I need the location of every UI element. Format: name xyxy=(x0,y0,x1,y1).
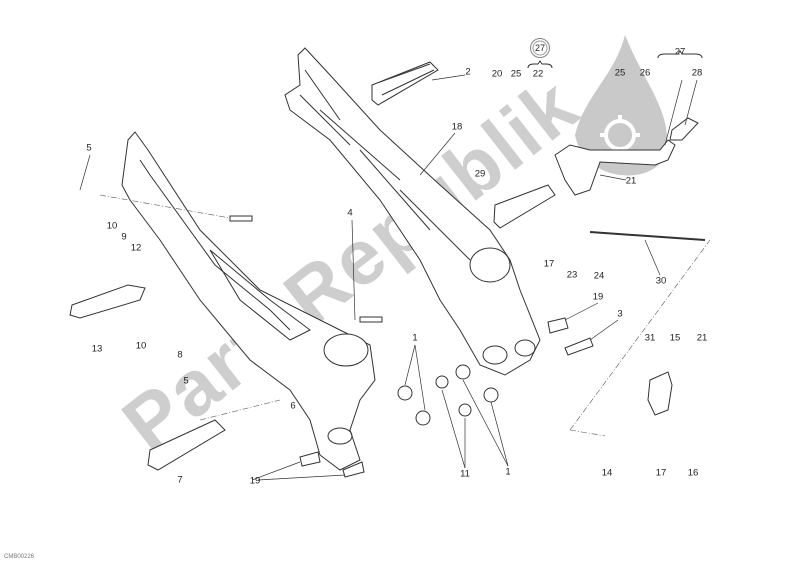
callout-23: 23 xyxy=(566,269,578,281)
callout-1: 1 xyxy=(505,466,511,478)
group-braces xyxy=(527,50,703,69)
assembly-lines xyxy=(99,194,711,437)
left-footpeg-7 xyxy=(147,419,226,471)
drawing-code: CMB00226 xyxy=(4,554,35,560)
callout-6: 6 xyxy=(290,400,296,412)
callout-17: 17 xyxy=(655,467,667,479)
callout-18: 18 xyxy=(451,121,463,133)
callout-20: 20 xyxy=(491,68,503,80)
callout-9: 9 xyxy=(121,231,127,243)
rear-footpeg-2 xyxy=(371,61,439,106)
callout-27: 27 xyxy=(674,46,686,58)
pin-4-upper xyxy=(229,215,253,222)
callout-28: 28 xyxy=(691,67,703,79)
callout-19: 19 xyxy=(592,291,604,303)
callout-5: 5 xyxy=(183,375,189,387)
callout-25: 25 xyxy=(510,68,522,80)
gear-lever-rubber-28 xyxy=(669,117,699,141)
callout-26: 26 xyxy=(639,67,651,79)
callout-19: 19 xyxy=(249,475,261,487)
callout-17: 17 xyxy=(543,258,555,270)
callout-21: 21 xyxy=(696,332,708,344)
bushings xyxy=(397,364,499,426)
right-footpeg-bracket xyxy=(284,47,541,376)
left-footpeg-bracket xyxy=(121,131,376,471)
gear-lever xyxy=(554,117,699,196)
pin-4-lower xyxy=(359,316,383,323)
callout-7: 7 xyxy=(177,474,183,486)
bolt-3 xyxy=(564,337,594,356)
callout-10: 10 xyxy=(106,220,118,232)
callout-13: 13 xyxy=(91,343,103,355)
callout-2: 2 xyxy=(465,66,471,78)
callout-15: 15 xyxy=(669,332,681,344)
circled-group-badge: 27 xyxy=(530,38,550,58)
callout-3: 3 xyxy=(617,308,623,320)
callout-29: 29 xyxy=(474,168,486,180)
callout-5: 5 xyxy=(86,142,92,154)
callout-25: 25 xyxy=(614,67,626,79)
callout-16: 16 xyxy=(687,467,699,479)
shift-rod xyxy=(589,231,706,241)
callout-24: 24 xyxy=(593,270,605,282)
callout-10: 10 xyxy=(135,340,147,352)
callout-31: 31 xyxy=(644,332,656,344)
watermark-logo-icon xyxy=(575,35,667,176)
callout-14: 14 xyxy=(601,467,613,479)
left-footpeg-13 xyxy=(69,284,146,319)
bolt-19-left-b xyxy=(342,461,365,478)
callout-11: 11 xyxy=(460,468,470,480)
callout-1: 1 xyxy=(412,332,418,344)
callout-30: 30 xyxy=(655,275,667,287)
rider-footpeg-29 xyxy=(493,184,556,229)
callout-21: 21 xyxy=(625,175,637,187)
callout-8: 8 xyxy=(177,349,183,361)
shift-linkage-15 xyxy=(647,371,673,416)
bolt-19 xyxy=(547,317,569,334)
callout-22: 22 xyxy=(532,68,544,80)
leader-lines xyxy=(79,74,698,481)
bolt-19-left-a xyxy=(299,451,321,467)
callout-12: 12 xyxy=(130,242,142,254)
callout-4: 4 xyxy=(347,207,353,219)
